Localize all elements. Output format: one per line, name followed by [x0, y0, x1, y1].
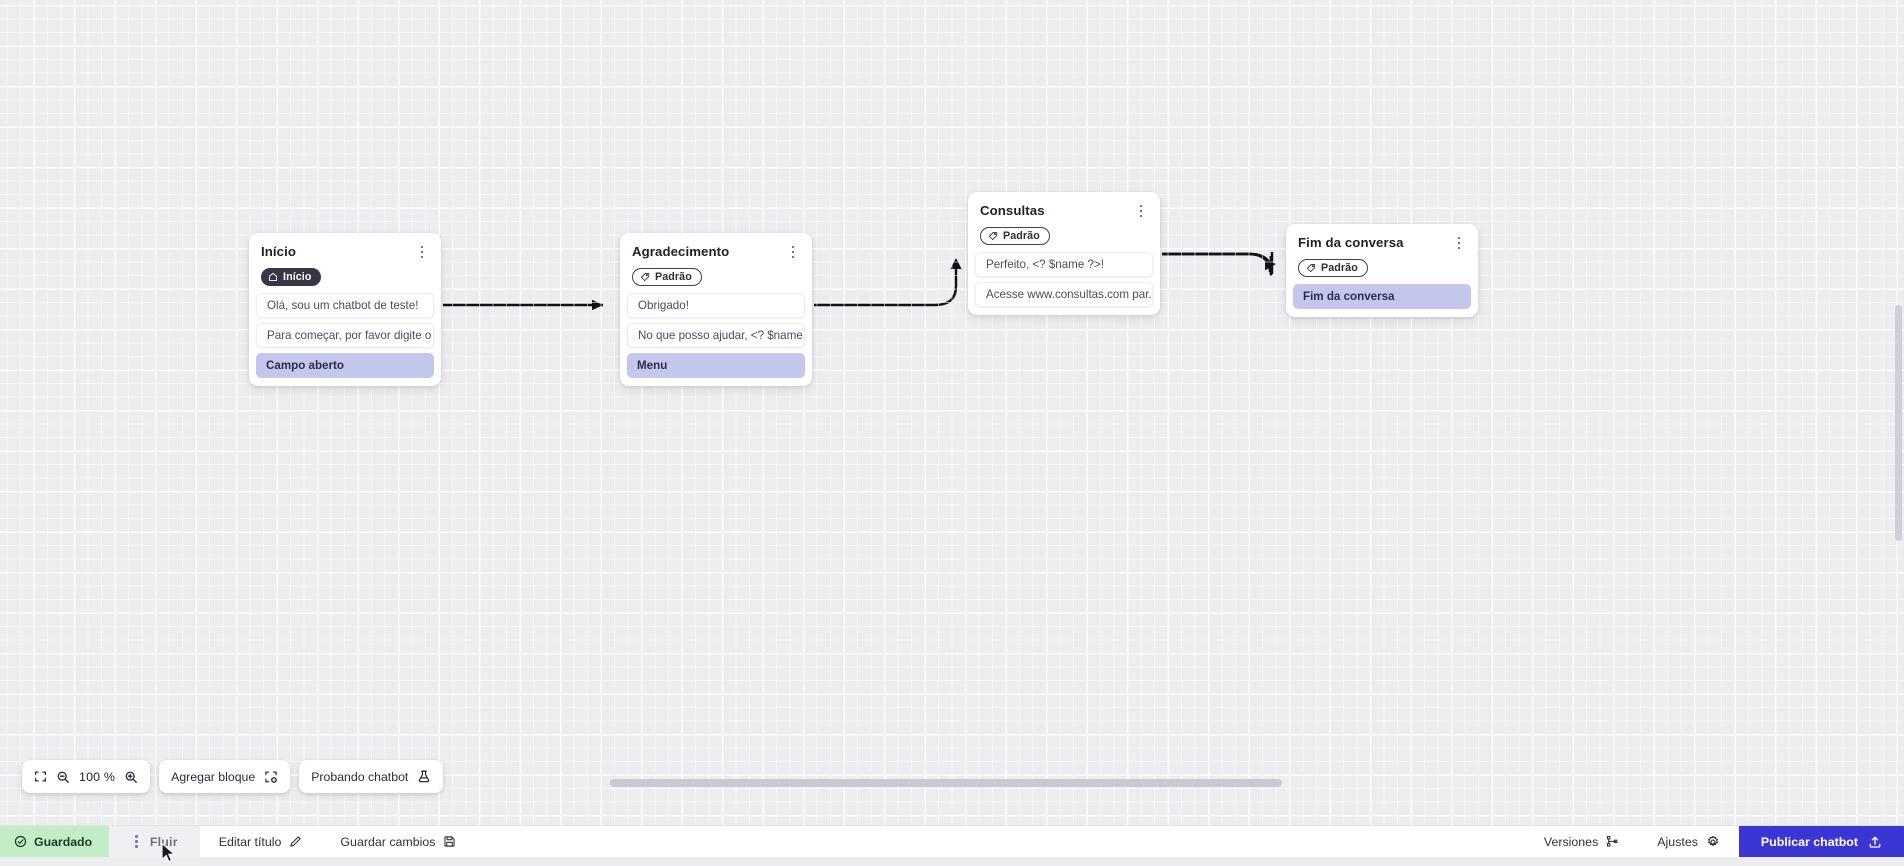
node-header: Fim da conversa — [1293, 231, 1471, 252]
tag-icon — [988, 231, 998, 241]
block-message[interactable]: Para começar, por favor digite o ... — [256, 323, 434, 348]
node-badge-padrao[interactable]: Padrão — [632, 268, 702, 286]
statusbar-spacer — [475, 826, 1524, 857]
branch-icon — [1606, 835, 1619, 848]
node-badge-label: Padrão — [1003, 230, 1040, 242]
save-changes-label: Guardar cambios — [340, 835, 435, 849]
settings-label: Ajustes — [1657, 835, 1698, 849]
node-badge-inicio[interactable]: Início — [261, 268, 321, 286]
zoom-controls: 100 % — [22, 760, 150, 793]
versions-label: Versiones — [1544, 835, 1598, 849]
node-badge-label: Início — [283, 271, 312, 283]
edit-title-label: Editar título — [219, 835, 282, 849]
add-block-label: Agregar bloque — [171, 770, 255, 784]
vertical-dots-icon[interactable] — [1133, 202, 1149, 220]
zoom-out-icon[interactable] — [56, 770, 70, 784]
node-header: Agradecimento — [627, 240, 805, 261]
block-message[interactable]: Olá, sou um chatbot de teste! — [256, 293, 434, 318]
tag-icon — [1306, 263, 1316, 273]
flow-tab-label: Fluir — [150, 835, 178, 849]
test-chatbot-label: Probando chatbot — [311, 770, 408, 784]
flow-connectors — [0, 0, 1904, 825]
fit-screen-icon[interactable] — [34, 770, 47, 783]
flow-node-agradecimento[interactable]: Agradecimento Padrão Obrigado! No que po… — [620, 233, 812, 386]
node-badge-label: Padrão — [1321, 262, 1358, 274]
vertical-dots-icon[interactable] — [123, 835, 150, 848]
vertical-dots-icon[interactable] — [414, 243, 430, 261]
add-block-icon — [264, 770, 278, 784]
flask-icon — [417, 769, 431, 784]
node-badge-padrao[interactable]: Padrão — [980, 227, 1050, 245]
flow-tab[interactable]: Fluir — [109, 826, 200, 857]
node-badges: Início — [256, 261, 434, 286]
horizontal-scrollbar[interactable] — [610, 779, 1282, 787]
zoom-in-icon[interactable] — [124, 770, 138, 784]
node-title: Fim da conversa — [1298, 235, 1404, 251]
vertical-dots-icon[interactable] — [785, 243, 801, 261]
settings-button[interactable]: Ajustes — [1638, 826, 1739, 857]
vertical-scrollbar[interactable] — [1895, 305, 1902, 541]
publish-chatbot-button[interactable]: Publicar chatbot — [1739, 826, 1904, 857]
saved-status-badge: Guardado — [0, 826, 109, 857]
pencil-icon — [289, 835, 302, 848]
add-block-button[interactable]: Agregar bloque — [159, 760, 290, 793]
canvas-toolbar: 100 % Agregar bloque Probando chatbot — [0, 760, 443, 793]
flow-canvas[interactable]: Início Início Olá, sou um chatbot de tes… — [0, 0, 1904, 825]
zoom-level-label: 100 % — [79, 770, 115, 784]
versions-button[interactable]: Versiones — [1525, 826, 1638, 857]
node-title: Agradecimento — [632, 244, 729, 260]
node-badges: Padrão — [1293, 252, 1471, 277]
node-title: Consultas — [980, 203, 1045, 219]
node-badges: Padrão — [627, 261, 805, 286]
node-badges: Padrão — [975, 220, 1153, 245]
flow-node-consultas[interactable]: Consultas Padrão Perfeito, <? $name ?>! … — [968, 192, 1160, 315]
node-badge-label: Padrão — [655, 271, 692, 283]
block-message[interactable]: No que posso ajudar, <? $name ... — [627, 323, 805, 348]
node-header: Início — [256, 240, 434, 261]
block-action[interactable]: Campo aberto — [256, 353, 434, 378]
floppy-icon — [443, 835, 456, 848]
edit-title-button[interactable]: Editar título — [200, 826, 322, 857]
tag-icon — [640, 272, 650, 282]
upload-icon — [1868, 835, 1882, 849]
vertical-dots-icon[interactable] — [1451, 234, 1467, 252]
node-title: Início — [261, 244, 296, 260]
check-circle-icon — [14, 835, 27, 848]
flow-node-inicio[interactable]: Início Início Olá, sou um chatbot de tes… — [249, 233, 441, 386]
flow-node-fim-da-conversa[interactable]: Fim da conversa Padrão Fim da conversa — [1286, 224, 1478, 317]
node-blocks: Olá, sou um chatbot de teste! Para começ… — [256, 293, 434, 378]
block-action[interactable]: Fim da conversa — [1293, 284, 1471, 309]
save-changes-button[interactable]: Guardar cambios — [321, 826, 475, 857]
bottom-status-bar: Guardado Fluir Editar título Guardar cam… — [0, 825, 1904, 857]
node-header: Consultas — [975, 199, 1153, 220]
block-action[interactable]: Menu — [627, 353, 805, 378]
block-message[interactable]: Perfeito, <? $name ?>! — [975, 252, 1153, 277]
block-message[interactable]: Acesse www.consultas.com par... — [975, 282, 1153, 307]
test-chatbot-button[interactable]: Probando chatbot — [299, 760, 443, 793]
home-icon — [268, 272, 278, 282]
node-blocks: Obrigado! No que posso ajudar, <? $name … — [627, 293, 805, 378]
node-blocks: Fim da conversa — [1293, 284, 1471, 309]
block-message[interactable]: Obrigado! — [627, 293, 805, 318]
node-blocks: Perfeito, <? $name ?>! Acesse www.consul… — [975, 252, 1153, 307]
publish-label: Publicar chatbot — [1761, 835, 1858, 849]
saved-label: Guardado — [34, 835, 92, 849]
gear-icon — [1706, 835, 1720, 849]
node-badge-padrao[interactable]: Padrão — [1298, 259, 1368, 277]
